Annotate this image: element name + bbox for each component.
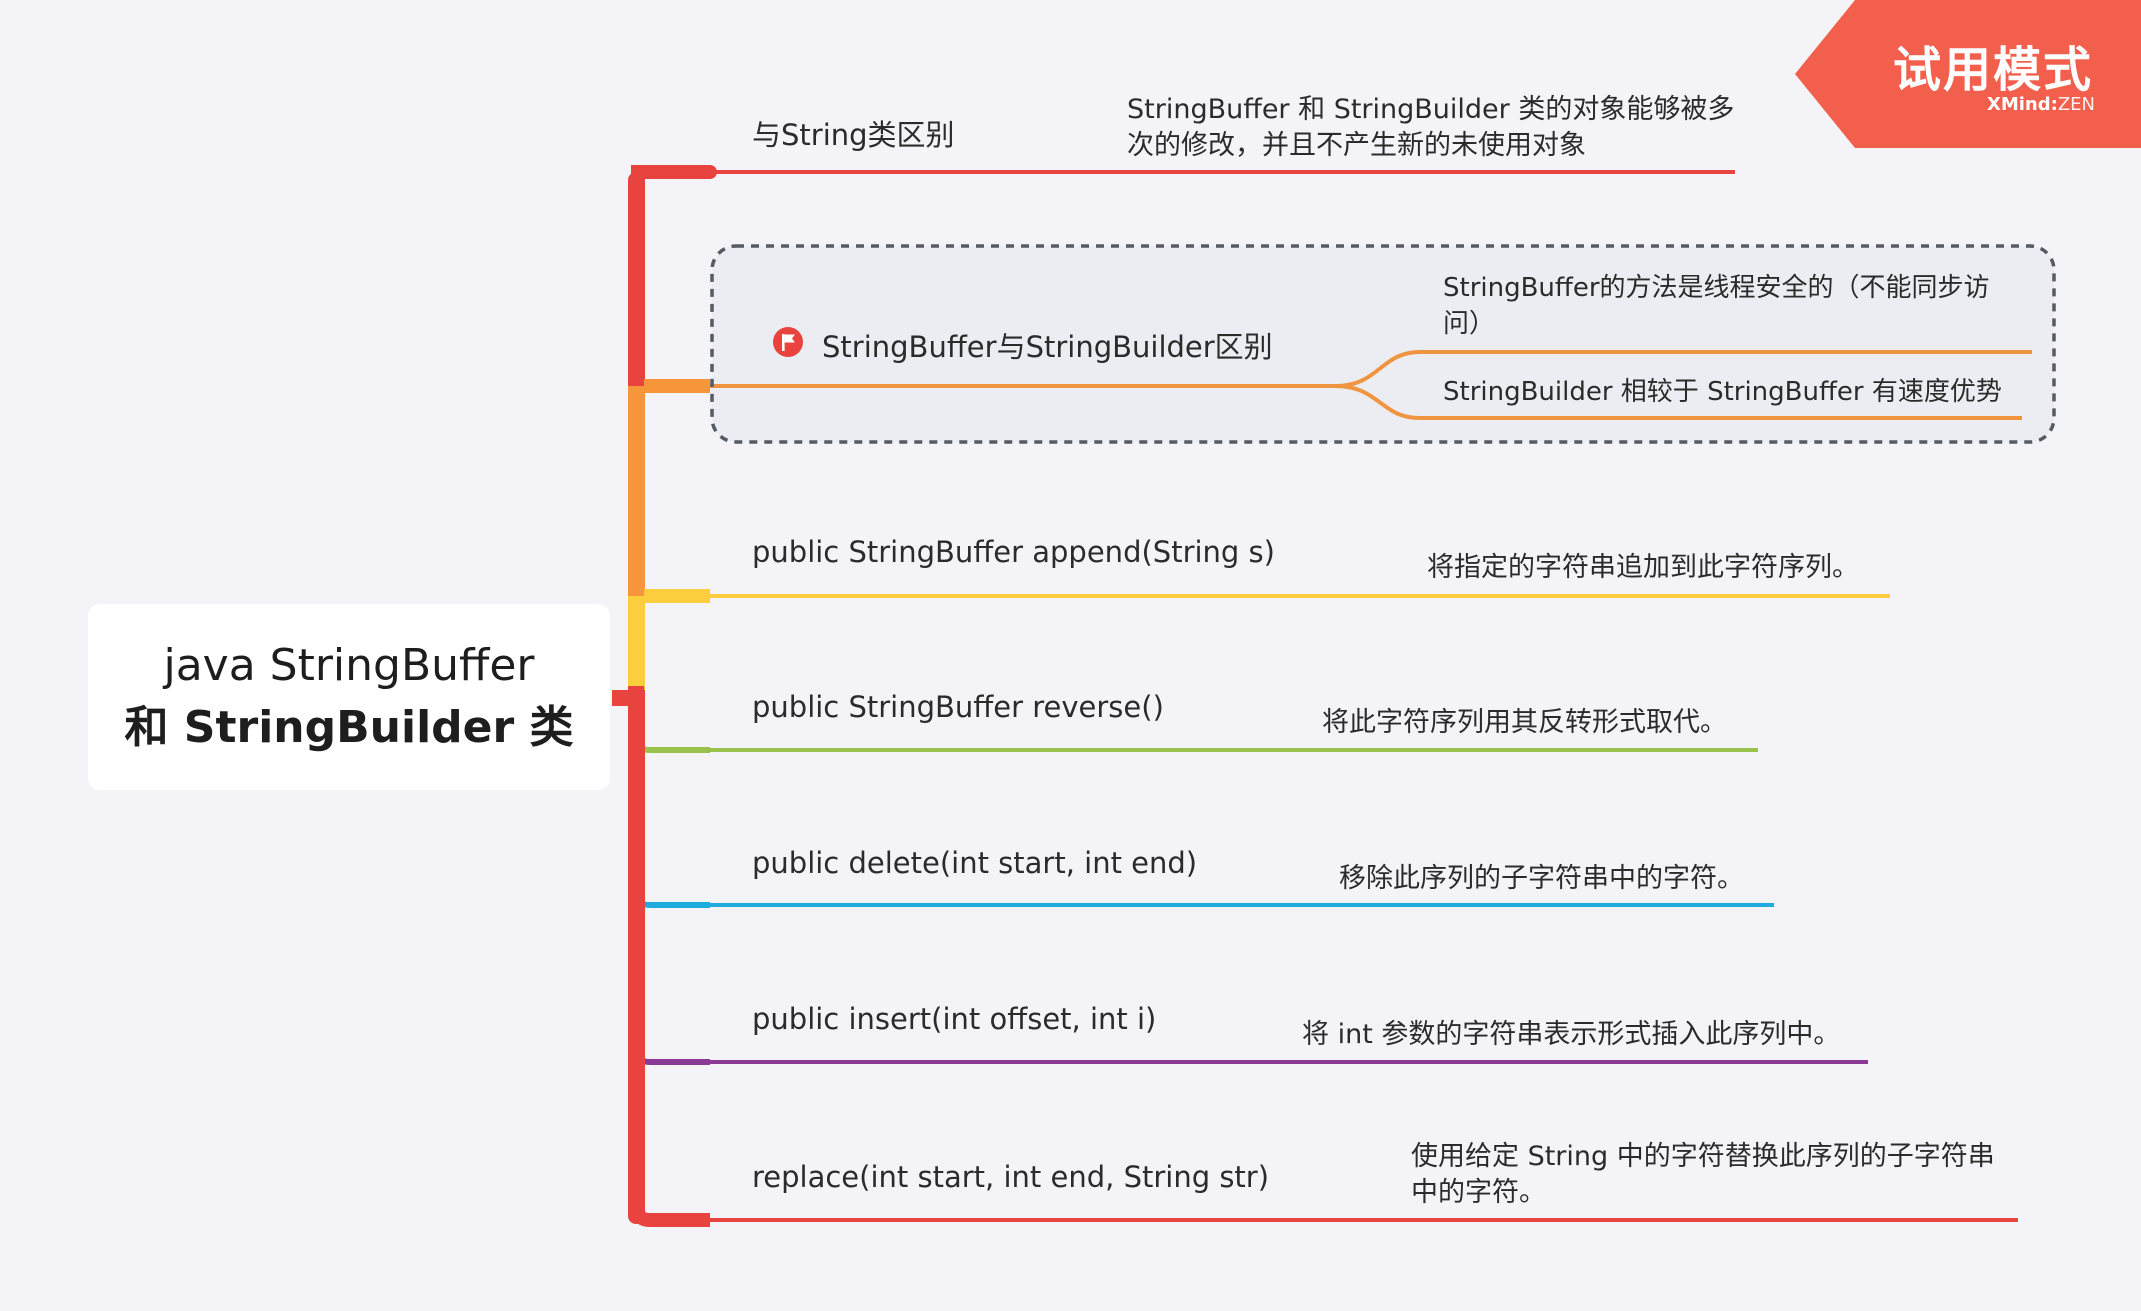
xmind-logo: XMind:ZEN bbox=[1987, 94, 2095, 115]
topic-replace[interactable]: replace(int start, int end, String str) bbox=[752, 1160, 1270, 1194]
trunk-yellow bbox=[628, 596, 644, 686]
flag-icon bbox=[773, 327, 803, 357]
sub-connector-1 bbox=[1334, 350, 2032, 388]
xmind-logo-text: XMind bbox=[1986, 94, 2051, 115]
sub-connector-2 bbox=[1334, 384, 2022, 420]
note-replace-line-1: 使用给定 String 中的字符替换此序列的子字符串 bbox=[1411, 1141, 1995, 1172]
trial-mode-badge[interactable]: 试用模式 XMind:ZEN bbox=[1795, 0, 2141, 148]
xmind-logo-suffix: ZEN bbox=[2057, 94, 2095, 115]
subtopic-thread-safe-line-1: StringBuffer的方法是线程安全的（不能同步访 bbox=[1443, 273, 1990, 303]
root-title-line-2: 和 StringBuilder 类 bbox=[124, 702, 574, 753]
trunk-segment-4 bbox=[635, 700, 710, 753]
topic-insert[interactable]: public insert(int offset, int i) bbox=[752, 1002, 1157, 1036]
trunk-segment-1 bbox=[631, 164, 717, 707]
trunk-segment-3 bbox=[631, 589, 710, 690]
subtopic-thread-safe[interactable]: StringBuffer的方法是线程安全的（不能同步访 问） bbox=[1443, 270, 1990, 342]
trial-mode-title: 试用模式 bbox=[1892, 42, 2093, 98]
subtopic-thread-safe-line-2: 问） bbox=[1443, 309, 1496, 339]
topic-string-difference[interactable]: 与String类区别 bbox=[752, 118, 955, 152]
note-replace: 使用给定 String 中的字符替换此序列的子字符串 中的字符。 bbox=[1411, 1139, 1995, 1211]
trunk-segment-6 bbox=[635, 700, 710, 1065]
subtopic-speed-advantage[interactable]: StringBuilder 相较于 StringBuffer 有速度优势 bbox=[1443, 377, 2002, 407]
note-replace-line-2: 中的字符。 bbox=[1411, 1177, 1546, 1208]
note-line-1: StringBuffer 和 StringBuilder 类的对象能够被多 bbox=[1127, 94, 1735, 125]
trunk-orange bbox=[628, 386, 644, 596]
note-append: 将指定的字符串追加到此字符序列。 bbox=[1427, 552, 1859, 583]
topic-buffer-vs-builder[interactable]: StringBuffer与StringBuilder区别 bbox=[822, 330, 1273, 364]
topic-reverse[interactable]: public StringBuffer reverse() bbox=[752, 690, 1164, 724]
badge-shape bbox=[1795, 0, 2141, 148]
note-insert: 将 int 参数的字符串表示形式插入此序列中。 bbox=[1302, 1019, 1841, 1050]
trunk-segment-5 bbox=[635, 700, 710, 908]
root-topic[interactable]: java StringBuffer 和 StringBuilder 类 bbox=[88, 604, 610, 790]
trunk-segment-2 bbox=[631, 379, 710, 680]
boundary-box bbox=[710, 244, 2056, 444]
root-connector bbox=[612, 690, 644, 706]
xmind-logo-separator: : bbox=[2050, 94, 2058, 115]
trunk-segment-7 bbox=[631, 700, 710, 1227]
topic-append[interactable]: public StringBuffer append(String s) bbox=[752, 535, 1275, 569]
root-title-line-1: java StringBuffer bbox=[163, 640, 535, 691]
note-string-difference: StringBuffer 和 StringBuilder 类的对象能够被多 次的… bbox=[1127, 92, 1734, 164]
topic-delete[interactable]: public delete(int start, int end) bbox=[752, 846, 1198, 880]
note-line-2: 次的修改，并且不产生新的未使用对象 bbox=[1127, 130, 1586, 161]
note-delete: 移除此序列的子字符串中的字符。 bbox=[1339, 863, 1744, 894]
note-reverse: 将此字符序列用其反转形式取代。 bbox=[1322, 707, 1727, 738]
